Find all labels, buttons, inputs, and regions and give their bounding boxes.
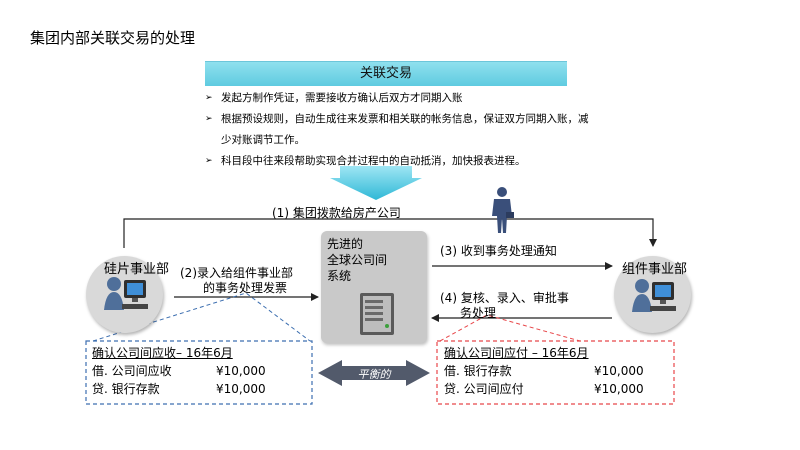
bullet-marker-icon: ➢ xyxy=(205,114,213,124)
step2-label-line1: (2)录入给组件事业部 xyxy=(180,266,293,280)
left-callout-lines xyxy=(92,292,311,342)
step4-label-line1: (4) 复核、录入、审批事 xyxy=(440,291,569,305)
ledger-row: 贷. 公司间应付 ¥10,000 xyxy=(444,380,644,398)
ledger-left: 确认公司间应收– 16年6月 借. 公司间应收 ¥10,000 贷. 银行存款 ¥1… xyxy=(92,344,266,398)
system-label-line: 系统 xyxy=(327,269,352,283)
ledger-right: 确认公司间应付 – 16年6月 借. 银行存款 ¥10,000 贷. 公司间应付 ¥… xyxy=(444,344,644,398)
right-node-label: 组件事业部 xyxy=(622,262,688,277)
ledger-amount: ¥10,000 xyxy=(216,364,266,378)
bullet-marker-icon: ➢ xyxy=(205,93,213,103)
bullet-text: 发起方制作凭证，需要接收方确认后双方才同期入账 xyxy=(221,92,463,104)
ledger-amount: ¥10,000 xyxy=(594,382,644,396)
system-label-line: 全球公司间 xyxy=(327,253,388,267)
ledger-amount: ¥10,000 xyxy=(216,382,266,396)
computer-user-icon xyxy=(104,277,148,310)
ledger-account: 借. 公司间应收 xyxy=(92,364,172,378)
step2-label-line2: 的事务处理发票 xyxy=(203,281,288,295)
ledger-row: 借. 银行存款 ¥10,000 xyxy=(444,362,644,380)
ledger-account: 贷. 银行存款 xyxy=(92,382,160,396)
ledger-right-title: 确认公司间应付 – 16年6月 xyxy=(444,346,589,360)
bullet-item: ➢ 科目段中往来段帮助实现合并过程中的自动抵消，加快报表进程。 xyxy=(205,151,595,172)
left-node-label: 硅片事业部 xyxy=(104,262,170,277)
ledger-row: 借. 公司间应收 ¥10,000 xyxy=(92,362,266,380)
bullet-list: ➢ 发起方制作凭证，需要接收方确认后双方才同期入账 ➢ 根据预设规则，自动生成往… xyxy=(205,88,595,172)
flow-arrow-step1 xyxy=(123,218,657,248)
ledger-account: 借. 银行存款 xyxy=(444,364,512,378)
header-bar: 关联交易 xyxy=(205,61,567,86)
ledger-left-frame xyxy=(85,340,313,405)
bullet-text: 根据预设规则，自动生成往来发票和相关联的帐务信息，保证双方同期入账，减少对账调节… xyxy=(221,113,589,146)
big-down-arrow-icon xyxy=(330,166,422,200)
right-callout-lines xyxy=(439,314,581,342)
balance-label: 平衡的 xyxy=(357,368,391,381)
person-icon xyxy=(492,187,514,233)
ledger-row: 贷. 银行存款 ¥10,000 xyxy=(92,380,266,398)
bullet-item: ➢ 发起方制作凭证，需要接收方确认后双方才同期入账 xyxy=(205,88,595,109)
step1-label: (1) 集团拨款给房产公司 xyxy=(272,206,401,220)
ledger-amount: ¥10,000 xyxy=(594,364,644,378)
ledger-account: 贷. 公司间应付 xyxy=(444,382,524,396)
bullet-item: ➢ 根据预设规则，自动生成往来发票和相关联的帐务信息，保证双方同期入账，减少对账… xyxy=(205,109,595,151)
bullet-text: 科目段中往来段帮助实现合并过程中的自动抵消，加快报表进程。 xyxy=(221,155,526,167)
ledger-right-frame xyxy=(436,340,675,405)
page-title: 集团内部关联交易的处理 xyxy=(30,29,196,47)
step4-label-line2: 务处理 xyxy=(460,306,497,320)
header-label: 关联交易 xyxy=(359,66,412,81)
system-label-line: 先进的 xyxy=(327,237,364,251)
step3-label: (3) 收到事务处理通知 xyxy=(440,244,557,258)
system-label: 先进的 全球公司间 系统 xyxy=(327,236,387,284)
bullet-marker-icon: ➢ xyxy=(205,156,213,166)
balance-double-arrow-icon xyxy=(318,360,430,386)
computer-user-icon xyxy=(632,279,676,312)
server-icon xyxy=(360,293,394,335)
ledger-left-title: 确认公司间应收– 16年6月 xyxy=(92,346,233,360)
